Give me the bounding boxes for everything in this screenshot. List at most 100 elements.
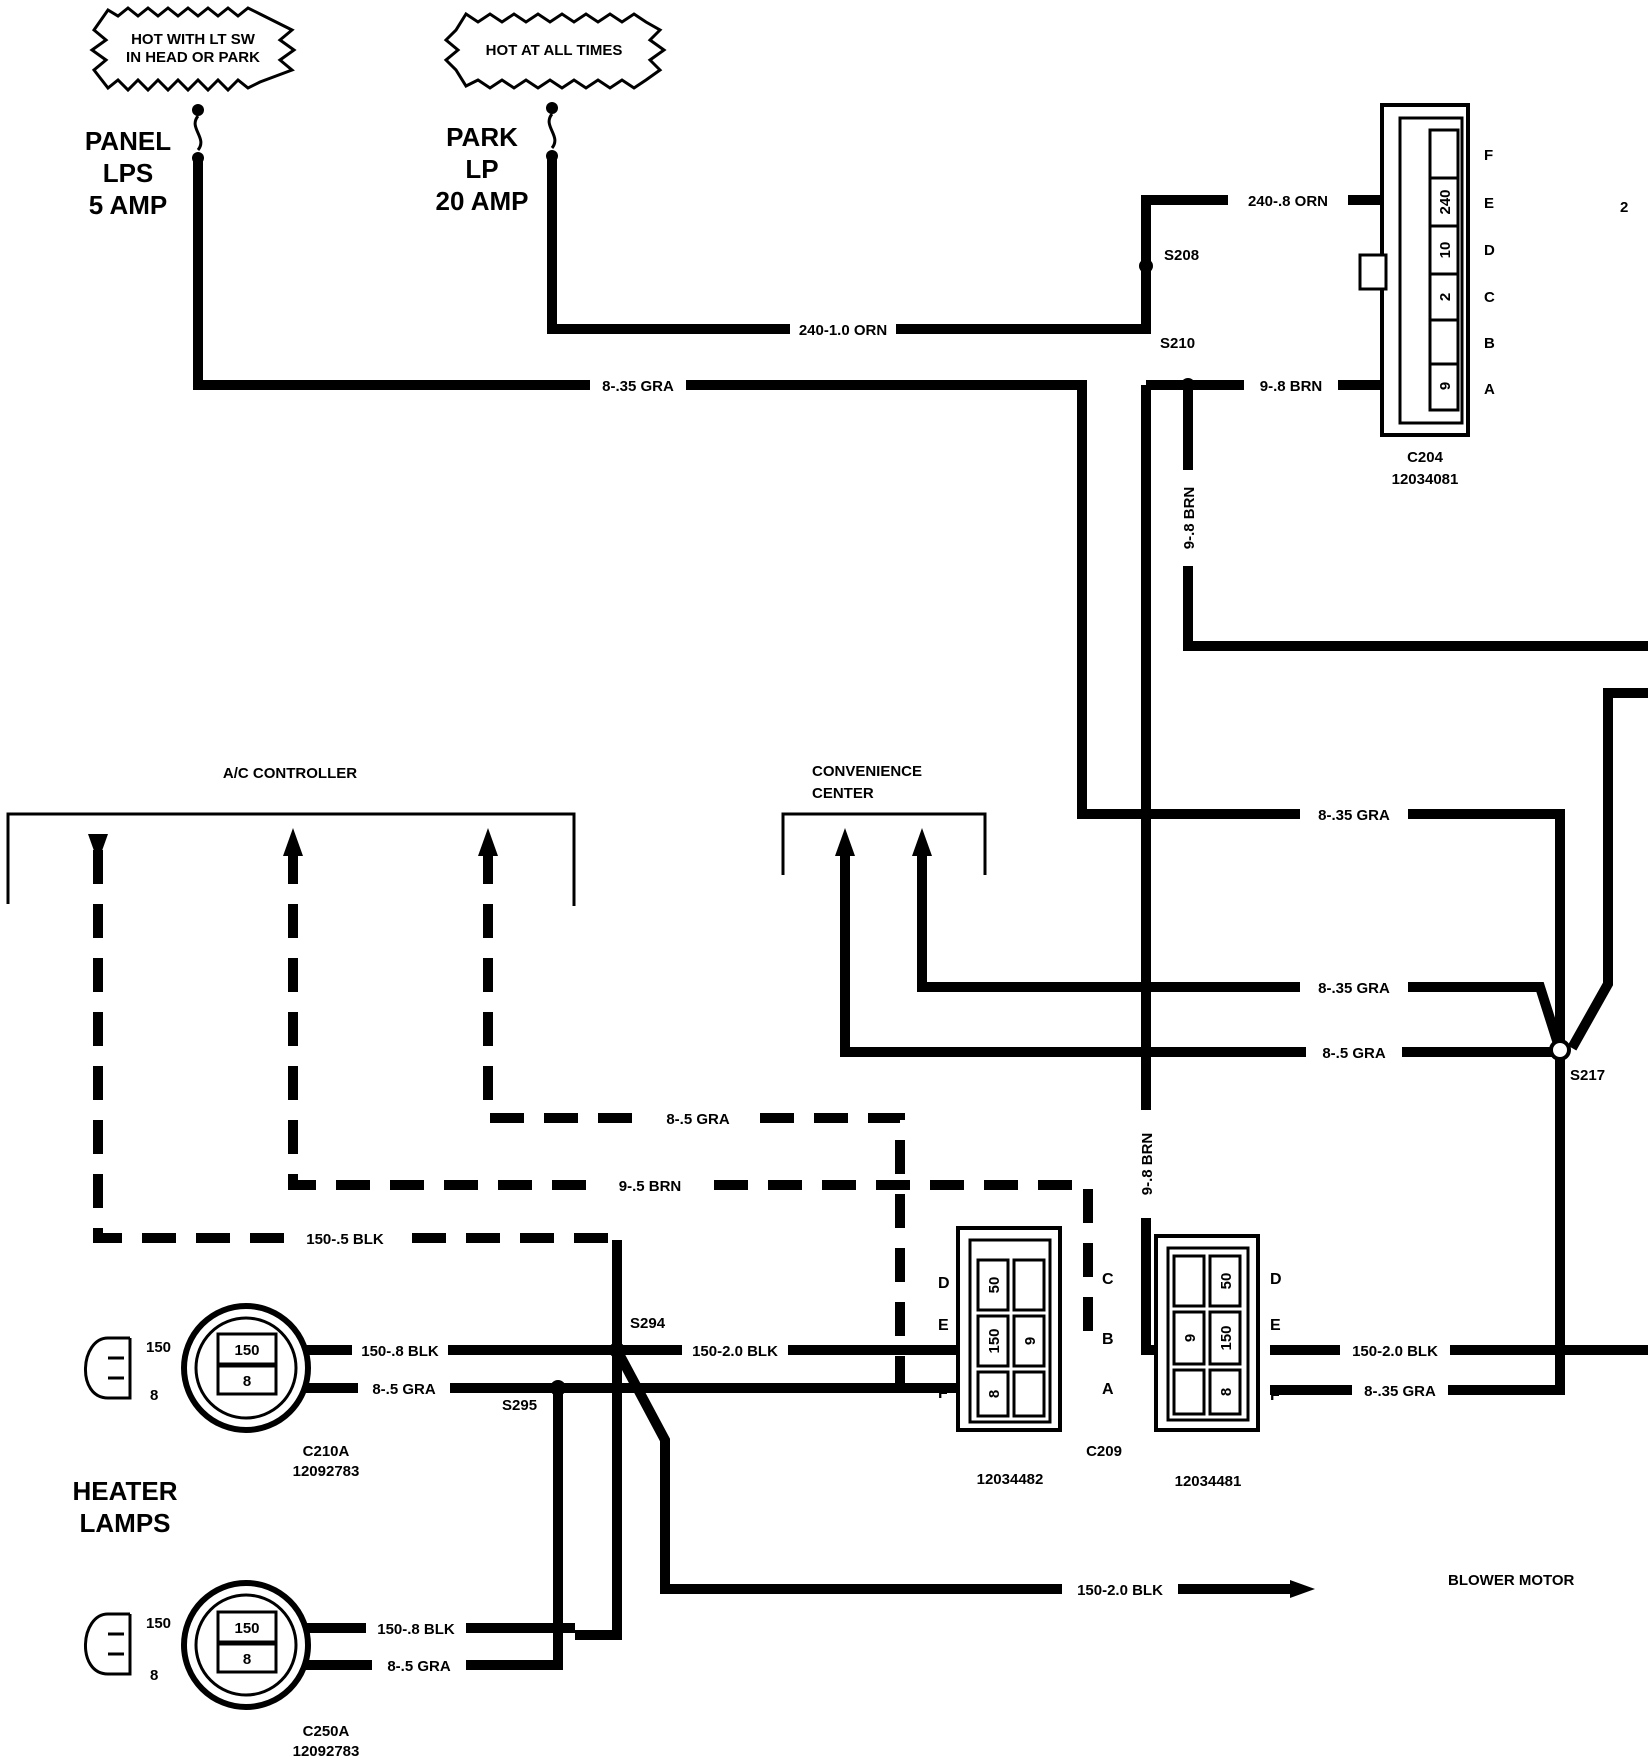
park-fuse-symbol: [546, 102, 558, 162]
ac-arrow-3: [478, 828, 498, 856]
panel-label-2: LPS: [103, 158, 154, 188]
c209r-pin-d: D: [1270, 1271, 1282, 1288]
c209l-pin-e: E: [938, 1317, 949, 1334]
splice-s208: S208: [1164, 247, 1199, 264]
park-label-3: 20 AMP: [436, 186, 529, 216]
conv-arrow-1: [835, 828, 855, 856]
label-8-5-bot: 8-.5 GRA: [387, 1658, 451, 1675]
label-8-35-mid: 8-.35 GRA: [1318, 807, 1390, 824]
c250a-part: 12092783: [293, 1743, 360, 1760]
label-8-35-conv: 8-.35 GRA: [1318, 980, 1390, 997]
label-150-8-bot: 150-.8 BLK: [377, 1621, 455, 1638]
c210a-plug-pin-150: 150: [146, 1339, 171, 1356]
splice-s294-dot: [609, 1342, 625, 1358]
park-fuse-flag: HOT AT ALL TIMES: [443, 11, 667, 90]
heater-lamps-label-2: LAMPS: [80, 1508, 171, 1538]
c204-cavity-240: 240: [1437, 189, 1454, 214]
c209l-cavity-9: 9: [1022, 1337, 1039, 1345]
c209r-cavity-150: 150: [1218, 1325, 1235, 1350]
page-marker: 2: [1620, 199, 1628, 216]
c210a-part: 12092783: [293, 1463, 360, 1480]
convenience-label-2: CENTER: [812, 785, 874, 802]
c204-pin-d: D: [1484, 242, 1495, 259]
blower-arrow: [1290, 1580, 1315, 1598]
panel-label-1: PANEL: [85, 126, 171, 156]
label-9-8-vert1: 9-.8 BRN: [1181, 487, 1198, 550]
c209-part-left: 12034482: [977, 1471, 1044, 1488]
c209l-cavity-8: 8: [986, 1390, 1003, 1398]
label-150-5-ac: 150-.5 BLK: [306, 1231, 384, 1248]
splice-s295: S295: [502, 1397, 537, 1414]
c204-name: C204: [1407, 449, 1444, 466]
c250a-cavity-8: 8: [243, 1651, 251, 1668]
c210a-cavity-8: 8: [243, 1373, 251, 1390]
c204-pin-f: F: [1484, 147, 1493, 164]
c250a-cavity-150: 150: [234, 1620, 259, 1637]
splice-s294: S294: [630, 1315, 666, 1332]
c204-cavity-10: 10: [1437, 242, 1454, 259]
label-9-8-vert2: 9-.8 BRN: [1139, 1133, 1156, 1196]
c209l-pin-a: A: [1102, 1381, 1114, 1398]
blower-motor-label: BLOWER MOTOR: [1448, 1572, 1575, 1589]
splices: S208 S210 S217 S294 S295: [502, 247, 1605, 1414]
c209r-pin-f: F: [1270, 1387, 1280, 1404]
panel-flag-line-2: IN HEAD OR PARK: [126, 49, 260, 66]
c250a-connector: 150 8 150 8 C250A 12092783: [84, 1580, 360, 1760]
c209l-cavity-50: 50: [986, 1277, 1003, 1294]
park-label-1: PARK: [446, 122, 518, 152]
panel-fuse-flag: HOT WITH LT SW IN HEAD OR PARK: [89, 6, 297, 93]
panel-label-3: 5 AMP: [89, 190, 168, 220]
c209l-pin-b: B: [1102, 1331, 1114, 1348]
c209r-pin-e: E: [1270, 1317, 1281, 1334]
panel-fuse-label: PANEL LPS 5 AMP: [85, 126, 171, 220]
c209l-pin-d: D: [938, 1275, 950, 1292]
conv-arrows: [835, 828, 932, 856]
c209l-pin-f: F: [938, 1385, 948, 1402]
park-flag-line-1: HOT AT ALL TIMES: [486, 42, 623, 59]
c209r-cavity-8: 8: [1218, 1388, 1235, 1396]
c204-pin-a: A: [1484, 381, 1495, 398]
c210a-connector: 150 8 150 8 C210A 12092783: [84, 1303, 360, 1480]
c209-left-connector: 50 150 9 8 D E F C B A 12034482: [938, 1226, 1114, 1488]
c204-pin-e: E: [1484, 195, 1494, 212]
c209l-pin-c: C: [1102, 1271, 1114, 1288]
heater-lamps-label-1: HEATER: [73, 1476, 178, 1506]
label-8-5-conv: 8-.5 GRA: [1322, 1045, 1386, 1062]
wire-labels: 240-1.0 ORN 240-.8 ORN 8-.35 GRA 9-.8 BR…: [290, 188, 1450, 1677]
c209r-cavity-9: 9: [1182, 1334, 1199, 1342]
label-150-8-top: 150-.8 BLK: [361, 1343, 439, 1360]
c204-cavity-2: 2: [1437, 293, 1454, 301]
convenience-center-box: CONVENIENCE CENTER: [781, 763, 987, 875]
convenience-label-1: CONVENIENCE: [812, 763, 922, 780]
c209l-cavity-150: 150: [986, 1328, 1003, 1353]
label-240-8: 240-.8 ORN: [1248, 193, 1328, 210]
c250a-plug-pin-8: 8: [150, 1667, 158, 1684]
label-9-5-ac: 9-.5 BRN: [619, 1178, 682, 1195]
ac-arrow-2: [283, 828, 303, 856]
conv-arrow-2: [912, 828, 932, 856]
c209r-cavity-50: 50: [1218, 1273, 1235, 1290]
c204-pin-c: C: [1484, 289, 1495, 306]
label-240-10: 240-1.0 ORN: [799, 322, 887, 339]
c210a-cavity-150: 150: [234, 1342, 259, 1359]
c204-part: 12034081: [1392, 471, 1459, 488]
label-8-5-ac: 8-.5 GRA: [666, 1111, 730, 1128]
ac-arrows: [88, 828, 498, 862]
label-150-20-mid: 150-2.0 BLK: [692, 1343, 778, 1360]
splice-s217-dot: [1549, 1039, 1571, 1061]
c204-cavity-9: 9: [1437, 382, 1454, 390]
c210a-name: C210A: [303, 1443, 350, 1460]
label-9-8-top: 9-.8 BRN: [1260, 378, 1323, 395]
panel-fuse-symbol: [192, 104, 204, 164]
c250a-name: C250A: [303, 1723, 350, 1740]
label-8-35-right: 8-.35 GRA: [1364, 1383, 1436, 1400]
c204-connector: 240 10 2 9 F E D C B A C204 12034081: [1358, 103, 1495, 488]
splice-s210: S210: [1160, 335, 1195, 352]
c209-part-right: 12034481: [1175, 1473, 1242, 1490]
splice-s210-dot: [1181, 378, 1195, 392]
ac-controller-label: A/C CONTROLLER: [223, 765, 357, 782]
splice-s208-dot: [1139, 259, 1153, 273]
park-fuse-label: PARK LP 20 AMP: [436, 122, 529, 216]
park-label-2: LP: [465, 154, 498, 184]
label-150-20-right: 150-2.0 BLK: [1352, 1343, 1438, 1360]
